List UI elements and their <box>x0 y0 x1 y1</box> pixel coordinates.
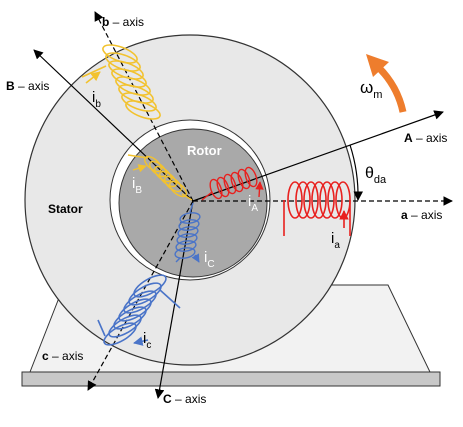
a-axis-label: a – axis <box>401 208 442 222</box>
rotation-arrow <box>366 54 407 113</box>
rotor-coil-A <box>201 166 264 201</box>
current-ic-label: ic <box>143 330 151 351</box>
rotor-coil-C <box>174 202 201 263</box>
current-iC-label: iC <box>204 249 215 270</box>
c-axis-label: c – axis <box>42 349 83 363</box>
current-iA-label: iA <box>248 193 258 214</box>
stator-label: Stator <box>48 202 83 216</box>
stator-coil-c <box>97 274 181 346</box>
current-ib-label: ib <box>92 89 101 110</box>
stator-coil-b <box>81 44 161 120</box>
stator-coil-a <box>283 181 351 236</box>
rotor-coil-B <box>127 154 193 201</box>
current-ia-label: ia <box>331 230 340 251</box>
rotor-label: Rotor <box>187 143 222 158</box>
theta-label: θda <box>365 165 387 186</box>
b-axis-line <box>94 11 194 202</box>
B-axis-label: B – axis <box>6 79 49 93</box>
A-axis-line <box>192 110 444 202</box>
B-axis-line <box>33 49 194 202</box>
omega-label: ωm <box>360 78 382 101</box>
current-iB-label: iB <box>132 175 142 196</box>
b-axis-label: b – axis <box>102 15 144 29</box>
c-axis-line <box>87 200 194 391</box>
A-axis-label: A – axis <box>404 131 447 145</box>
C-axis-label: C – axis <box>163 392 206 406</box>
theta-arc <box>349 144 364 201</box>
